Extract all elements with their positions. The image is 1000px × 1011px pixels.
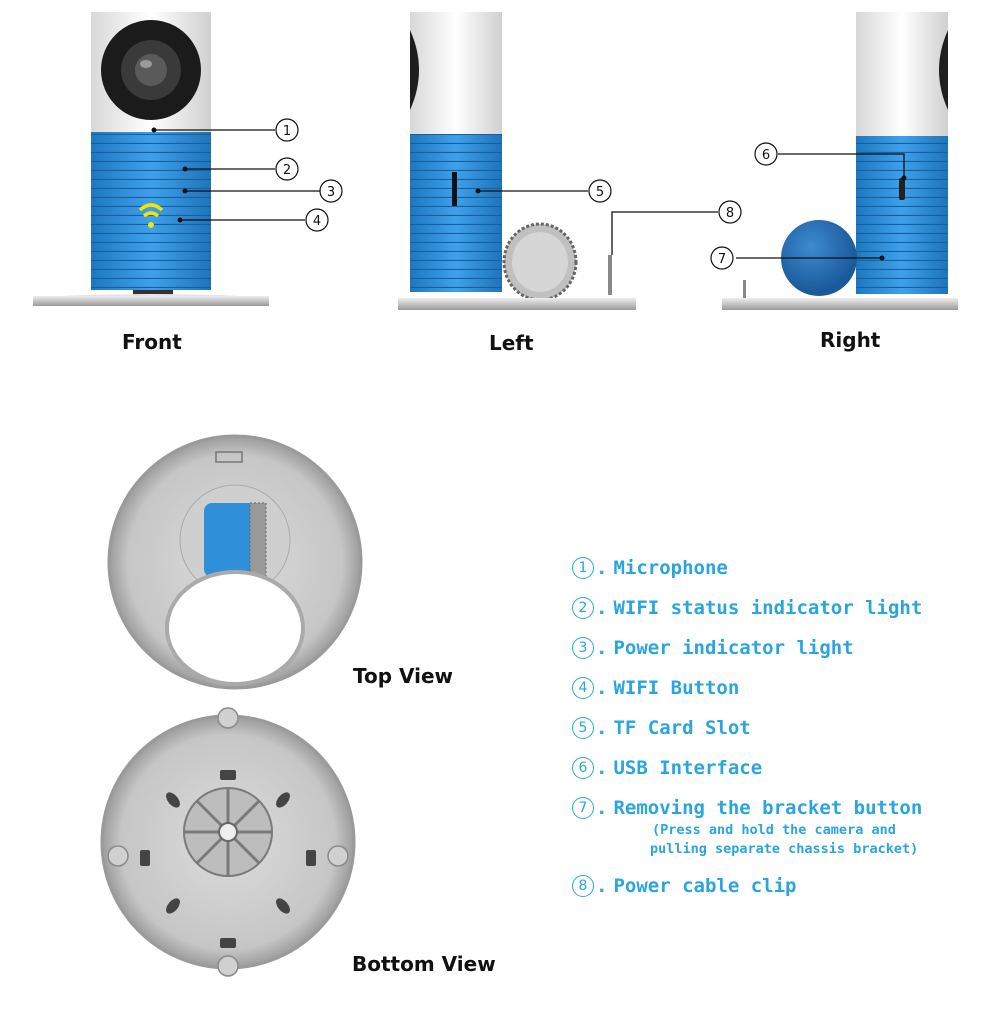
tf-card-slot <box>452 172 457 206</box>
legend-separator: . <box>596 757 608 779</box>
callout-8: 8 <box>726 206 734 221</box>
legend-item: 1.Microphone <box>572 548 992 588</box>
legend-number: 6 <box>572 757 594 779</box>
left-base <box>398 298 636 310</box>
front-ribs <box>91 132 211 290</box>
cable-clip <box>608 255 612 295</box>
legend-number: 2 <box>572 597 594 619</box>
legend-separator: . <box>596 557 608 579</box>
right-top-white <box>856 12 948 136</box>
callout-lines <box>154 129 905 259</box>
lens-reflection <box>140 60 152 68</box>
legend-item: 6.USB Interface <box>572 748 992 788</box>
legend-label: Power cable clip <box>613 875 797 897</box>
legend-number: 1 <box>572 557 594 579</box>
legend-item: 8.Power cable clip <box>572 866 992 906</box>
legend-separator: . <box>596 677 608 699</box>
front-label: Front <box>122 330 182 354</box>
legend-separator: . <box>596 717 608 739</box>
left-lens-side <box>410 30 419 110</box>
legend-label: Power indicator light <box>613 637 854 659</box>
callout-2: 2 <box>283 163 291 178</box>
callout-3: 3 <box>327 185 335 200</box>
legend-note: (Press and hold the camera and <box>652 822 896 838</box>
front-stand-neck <box>133 290 173 296</box>
right-view <box>722 12 958 310</box>
legend-item: 3.Power indicator light <box>572 628 992 668</box>
legend-number: 7 <box>572 797 594 819</box>
wifi-icon <box>138 203 164 212</box>
legend-item: 7.Removing the bracket button <box>572 788 992 828</box>
left-view <box>398 12 636 310</box>
legend-separator: . <box>596 597 608 619</box>
bottom-view <box>100 707 356 977</box>
left-top-white <box>410 12 502 134</box>
callout-circles <box>275 118 778 270</box>
legend-label: Microphone <box>613 557 728 579</box>
legend-label: USB Interface <box>613 757 763 779</box>
top-ring-opening <box>165 570 305 686</box>
callout-numbers: 1 2 3 4 5 6 7 8 <box>283 124 770 267</box>
top-view-label: Top View <box>353 664 454 688</box>
callout-1: 1 <box>283 124 291 139</box>
right-base <box>722 298 958 310</box>
legend-item: 5.TF Card Slot <box>572 708 992 748</box>
callout-6: 6 <box>762 148 770 163</box>
callout-7: 7 <box>718 252 726 267</box>
legend-number: 3 <box>572 637 594 659</box>
callout-5: 5 <box>596 185 604 200</box>
bottom-view-label: Bottom View <box>352 952 496 976</box>
legend-item: 4.WIFI Button <box>572 668 992 708</box>
legend-label: WIFI Button <box>613 677 740 699</box>
front-view <box>33 12 269 306</box>
top-blue-mount <box>204 503 262 577</box>
left-label: Left <box>489 331 534 355</box>
right-label: Right <box>820 328 881 352</box>
callout-4: 4 <box>313 214 321 229</box>
legend-number: 5 <box>572 717 594 739</box>
camera-lens-inner <box>135 54 167 86</box>
legend-label: WIFI status indicator light <box>613 597 923 619</box>
legend-separator: . <box>596 875 608 897</box>
legend-label: Removing the bracket button <box>613 797 923 819</box>
legend-separator: . <box>596 797 608 819</box>
legend-label: TF Card Slot <box>613 717 751 739</box>
legend-number: 4 <box>572 677 594 699</box>
callout-dots <box>151 127 907 261</box>
legend-separator: . <box>596 637 608 659</box>
right-lens-side <box>939 30 948 110</box>
top-view <box>107 434 363 690</box>
usb-port <box>899 178 905 200</box>
legend-note: pulling separate chassis bracket) <box>650 841 919 857</box>
legend-number: 8 <box>572 875 594 897</box>
legend-item: 2.WIFI status indicator light <box>572 588 992 628</box>
